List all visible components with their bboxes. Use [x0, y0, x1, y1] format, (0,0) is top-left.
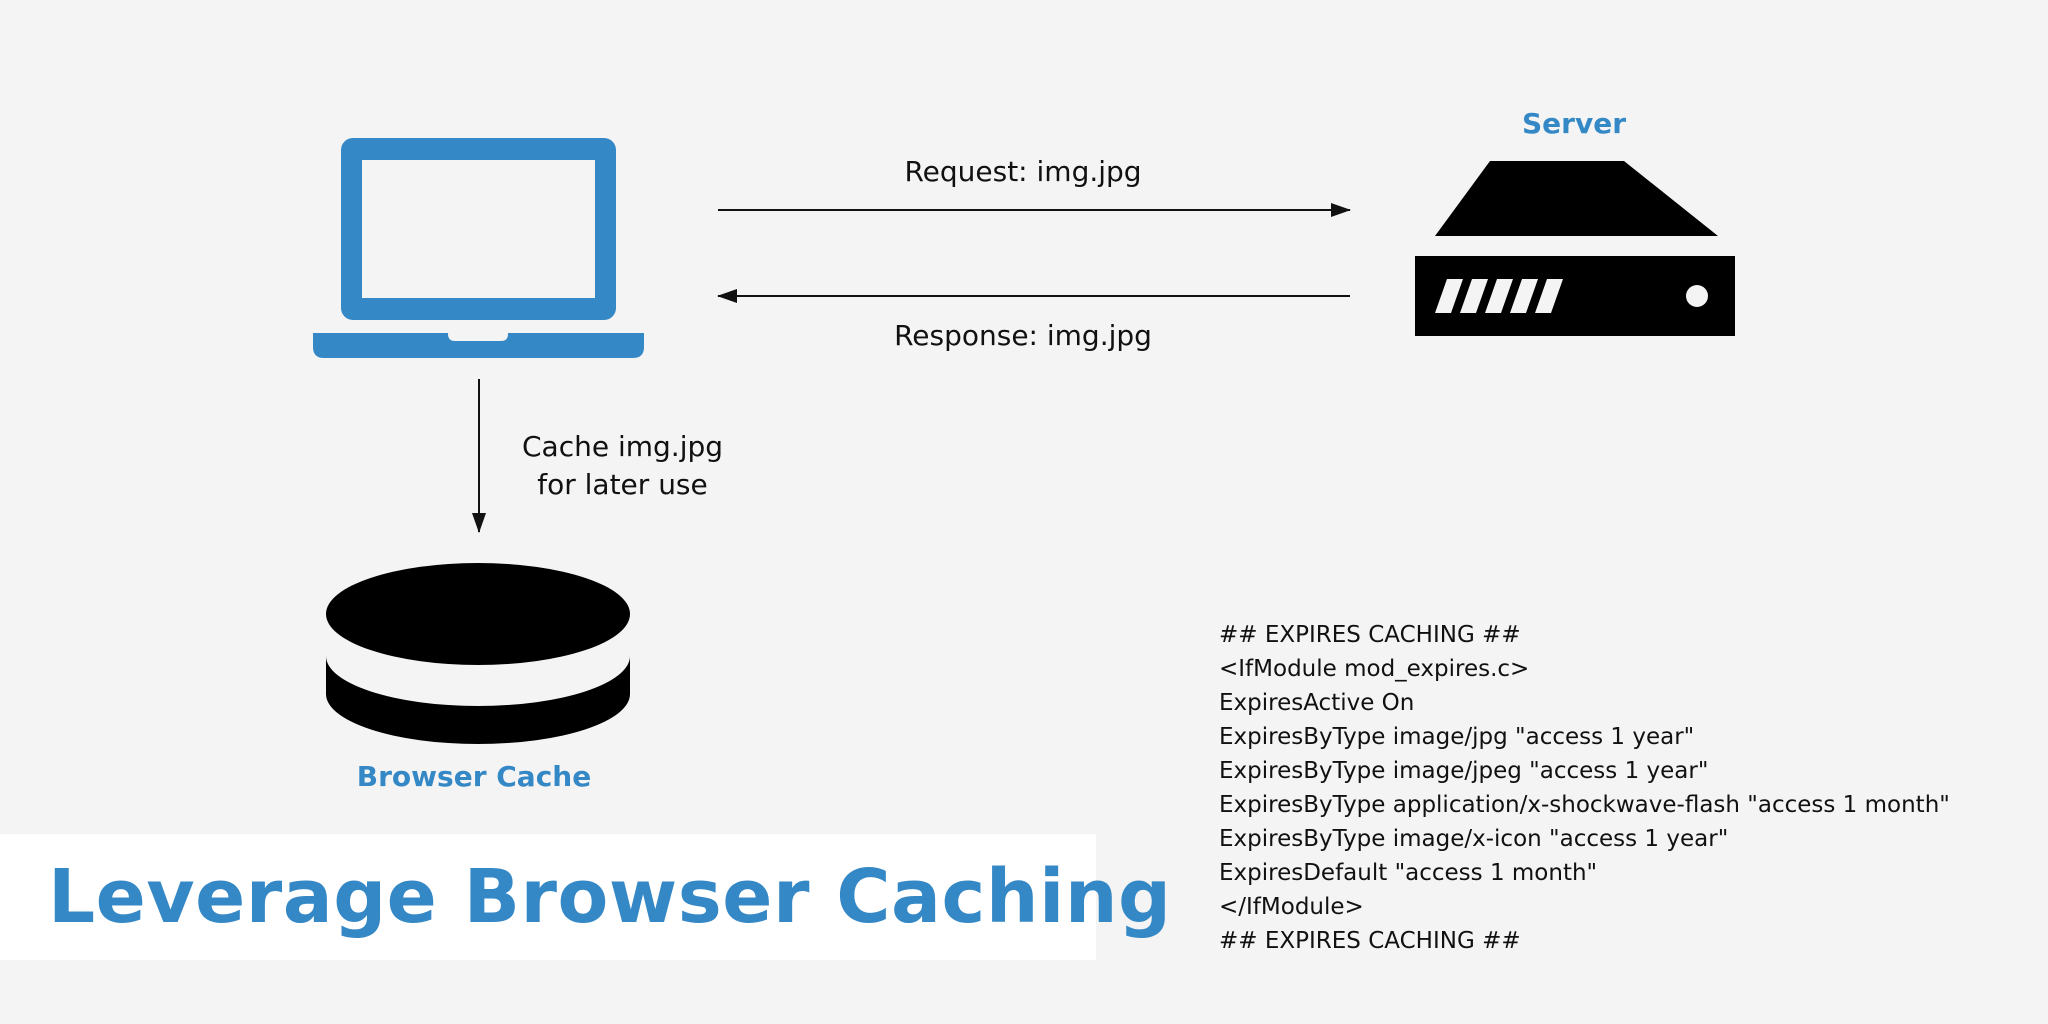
- code-line: </IfModule>: [1219, 894, 1364, 920]
- code-line: ExpiresByType image/jpg "access 1 year": [1219, 724, 1695, 750]
- browser-cache-label: Browser Cache: [356, 760, 592, 793]
- code-line: ## EXPIRES CACHING ##: [1219, 622, 1521, 648]
- database-icon: [326, 563, 630, 744]
- code-line: ExpiresByType image/jpeg "access 1 year": [1219, 758, 1709, 784]
- code-line: ## EXPIRES CACHING ##: [1219, 928, 1521, 954]
- server-label: Server: [1521, 107, 1626, 140]
- request-label: Request: img.jpg: [904, 155, 1142, 188]
- code-line: ExpiresByType application/x-shockwave-fl…: [1219, 792, 1950, 818]
- cache-label: Cache img.jpg for later use: [521, 430, 724, 501]
- code-line: ExpiresDefault "access 1 month": [1219, 860, 1598, 886]
- title-banner: Leverage Browser Caching: [0, 834, 1171, 960]
- code-line: <IfModule mod_expires.c>: [1219, 656, 1530, 682]
- server-icon: [1415, 161, 1735, 336]
- response-label: Response: img.jpg: [894, 319, 1152, 352]
- code-line: ExpiresByType image/x-icon "access 1 yea…: [1219, 826, 1729, 852]
- laptop-icon: [313, 138, 644, 358]
- code-line: ExpiresActive On: [1219, 690, 1415, 716]
- code-snippet: ## EXPIRES CACHING ## <IfModule mod_expi…: [1219, 618, 1999, 958]
- page-title: Leverage Browser Caching: [48, 854, 1172, 940]
